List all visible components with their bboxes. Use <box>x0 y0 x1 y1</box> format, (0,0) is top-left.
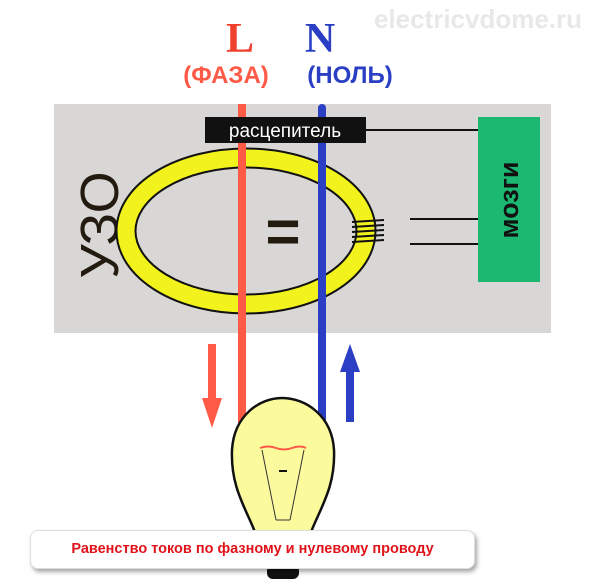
neutral-letter: N <box>305 16 335 62</box>
trip-label: расцепитель <box>229 121 341 142</box>
trip-box <box>205 117 366 143</box>
phase-letter: L <box>226 16 254 62</box>
brain-box <box>478 117 540 282</box>
brain-label: мозги <box>494 161 524 238</box>
equal-sign: = <box>265 198 300 265</box>
caption: Равенство токов по фазному и нулевому пр… <box>30 530 475 569</box>
light-bulb-icon <box>230 396 336 579</box>
neutral-wire <box>318 104 326 424</box>
phase-wire <box>238 104 246 424</box>
watermark: electricvdome.ru <box>374 4 582 34</box>
neutral-label: (НОЛЬ) <box>307 62 392 89</box>
neutral-up-arrow-icon <box>340 344 360 422</box>
phase-label: (ФАЗА) <box>183 62 269 89</box>
phase-down-arrow-icon <box>202 344 222 428</box>
coil-icon <box>351 219 385 243</box>
